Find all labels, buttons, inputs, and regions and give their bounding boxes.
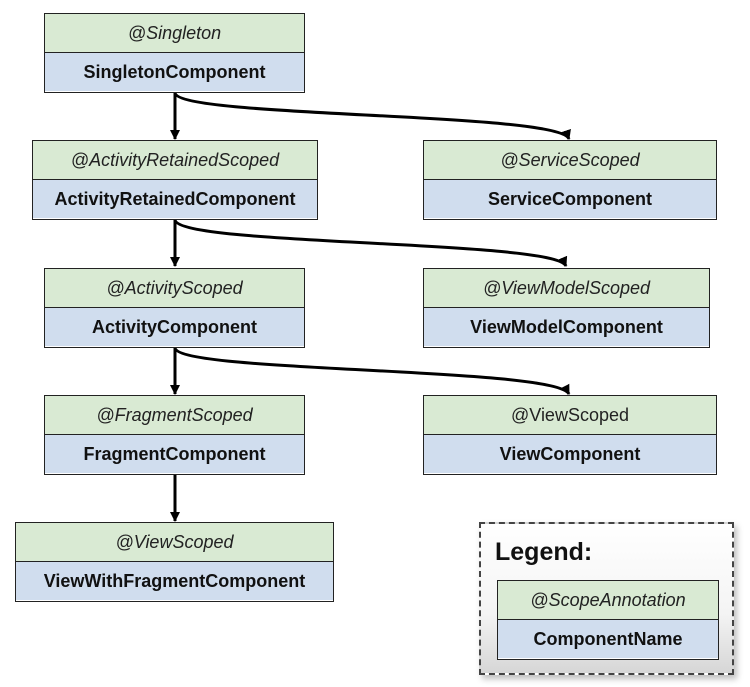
activity-retained-scope-annotation: @ActivityRetainedScoped bbox=[33, 141, 317, 180]
singleton-component-node: @Singleton SingletonComponent bbox=[44, 13, 305, 93]
view-model-component-name: ViewModelComponent bbox=[424, 308, 709, 346]
legend-scope-annotation: @ScopeAnnotation bbox=[498, 581, 718, 620]
activity-retained-component-name: ActivityRetainedComponent bbox=[33, 180, 317, 218]
service-scope-annotation: @ServiceScoped bbox=[424, 141, 716, 180]
view-model-scope-annotation: @ViewModelScoped bbox=[424, 269, 709, 308]
edge-singleton-to-service bbox=[173, 92, 571, 141]
service-component-name: ServiceComponent bbox=[424, 180, 716, 218]
legend-component-name: ComponentName bbox=[498, 620, 718, 658]
activity-component-node: @ActivityScoped ActivityComponent bbox=[44, 268, 305, 348]
legend: Legend: @ScopeAnnotation ComponentName bbox=[479, 522, 734, 675]
activity-component-name: ActivityComponent bbox=[45, 308, 304, 346]
activity-scope-annotation: @ActivityScoped bbox=[45, 269, 304, 308]
singleton-scope-annotation: @Singleton bbox=[45, 14, 304, 53]
view-model-component-node: @ViewModelScoped ViewModelComponent bbox=[423, 268, 710, 348]
activity-retained-component-node: @ActivityRetainedScoped ActivityRetained… bbox=[32, 140, 318, 220]
service-component-node: @ServiceScoped ServiceComponent bbox=[423, 140, 717, 220]
legend-example-node: @ScopeAnnotation ComponentName bbox=[497, 580, 719, 660]
view-component-name: ViewComponent bbox=[424, 435, 716, 473]
view-with-fragment-scope-annotation: @ViewScoped bbox=[16, 523, 333, 562]
singleton-component-name: SingletonComponent bbox=[45, 53, 304, 91]
view-with-fragment-component-node: @ViewScoped ViewWithFragmentComponent bbox=[15, 522, 334, 602]
fragment-component-node: @FragmentScoped FragmentComponent bbox=[44, 395, 305, 475]
edge-activity-retained-to-view-model bbox=[173, 219, 568, 268]
edge-activity-to-view bbox=[173, 347, 571, 396]
view-component-node: @ViewScoped ViewComponent bbox=[423, 395, 717, 475]
view-scope-annotation: @ViewScoped bbox=[424, 396, 716, 435]
view-with-fragment-component-name: ViewWithFragmentComponent bbox=[16, 562, 333, 600]
legend-title: Legend: bbox=[495, 538, 593, 566]
fragment-scope-annotation: @FragmentScoped bbox=[45, 396, 304, 435]
fragment-component-name: FragmentComponent bbox=[45, 435, 304, 473]
